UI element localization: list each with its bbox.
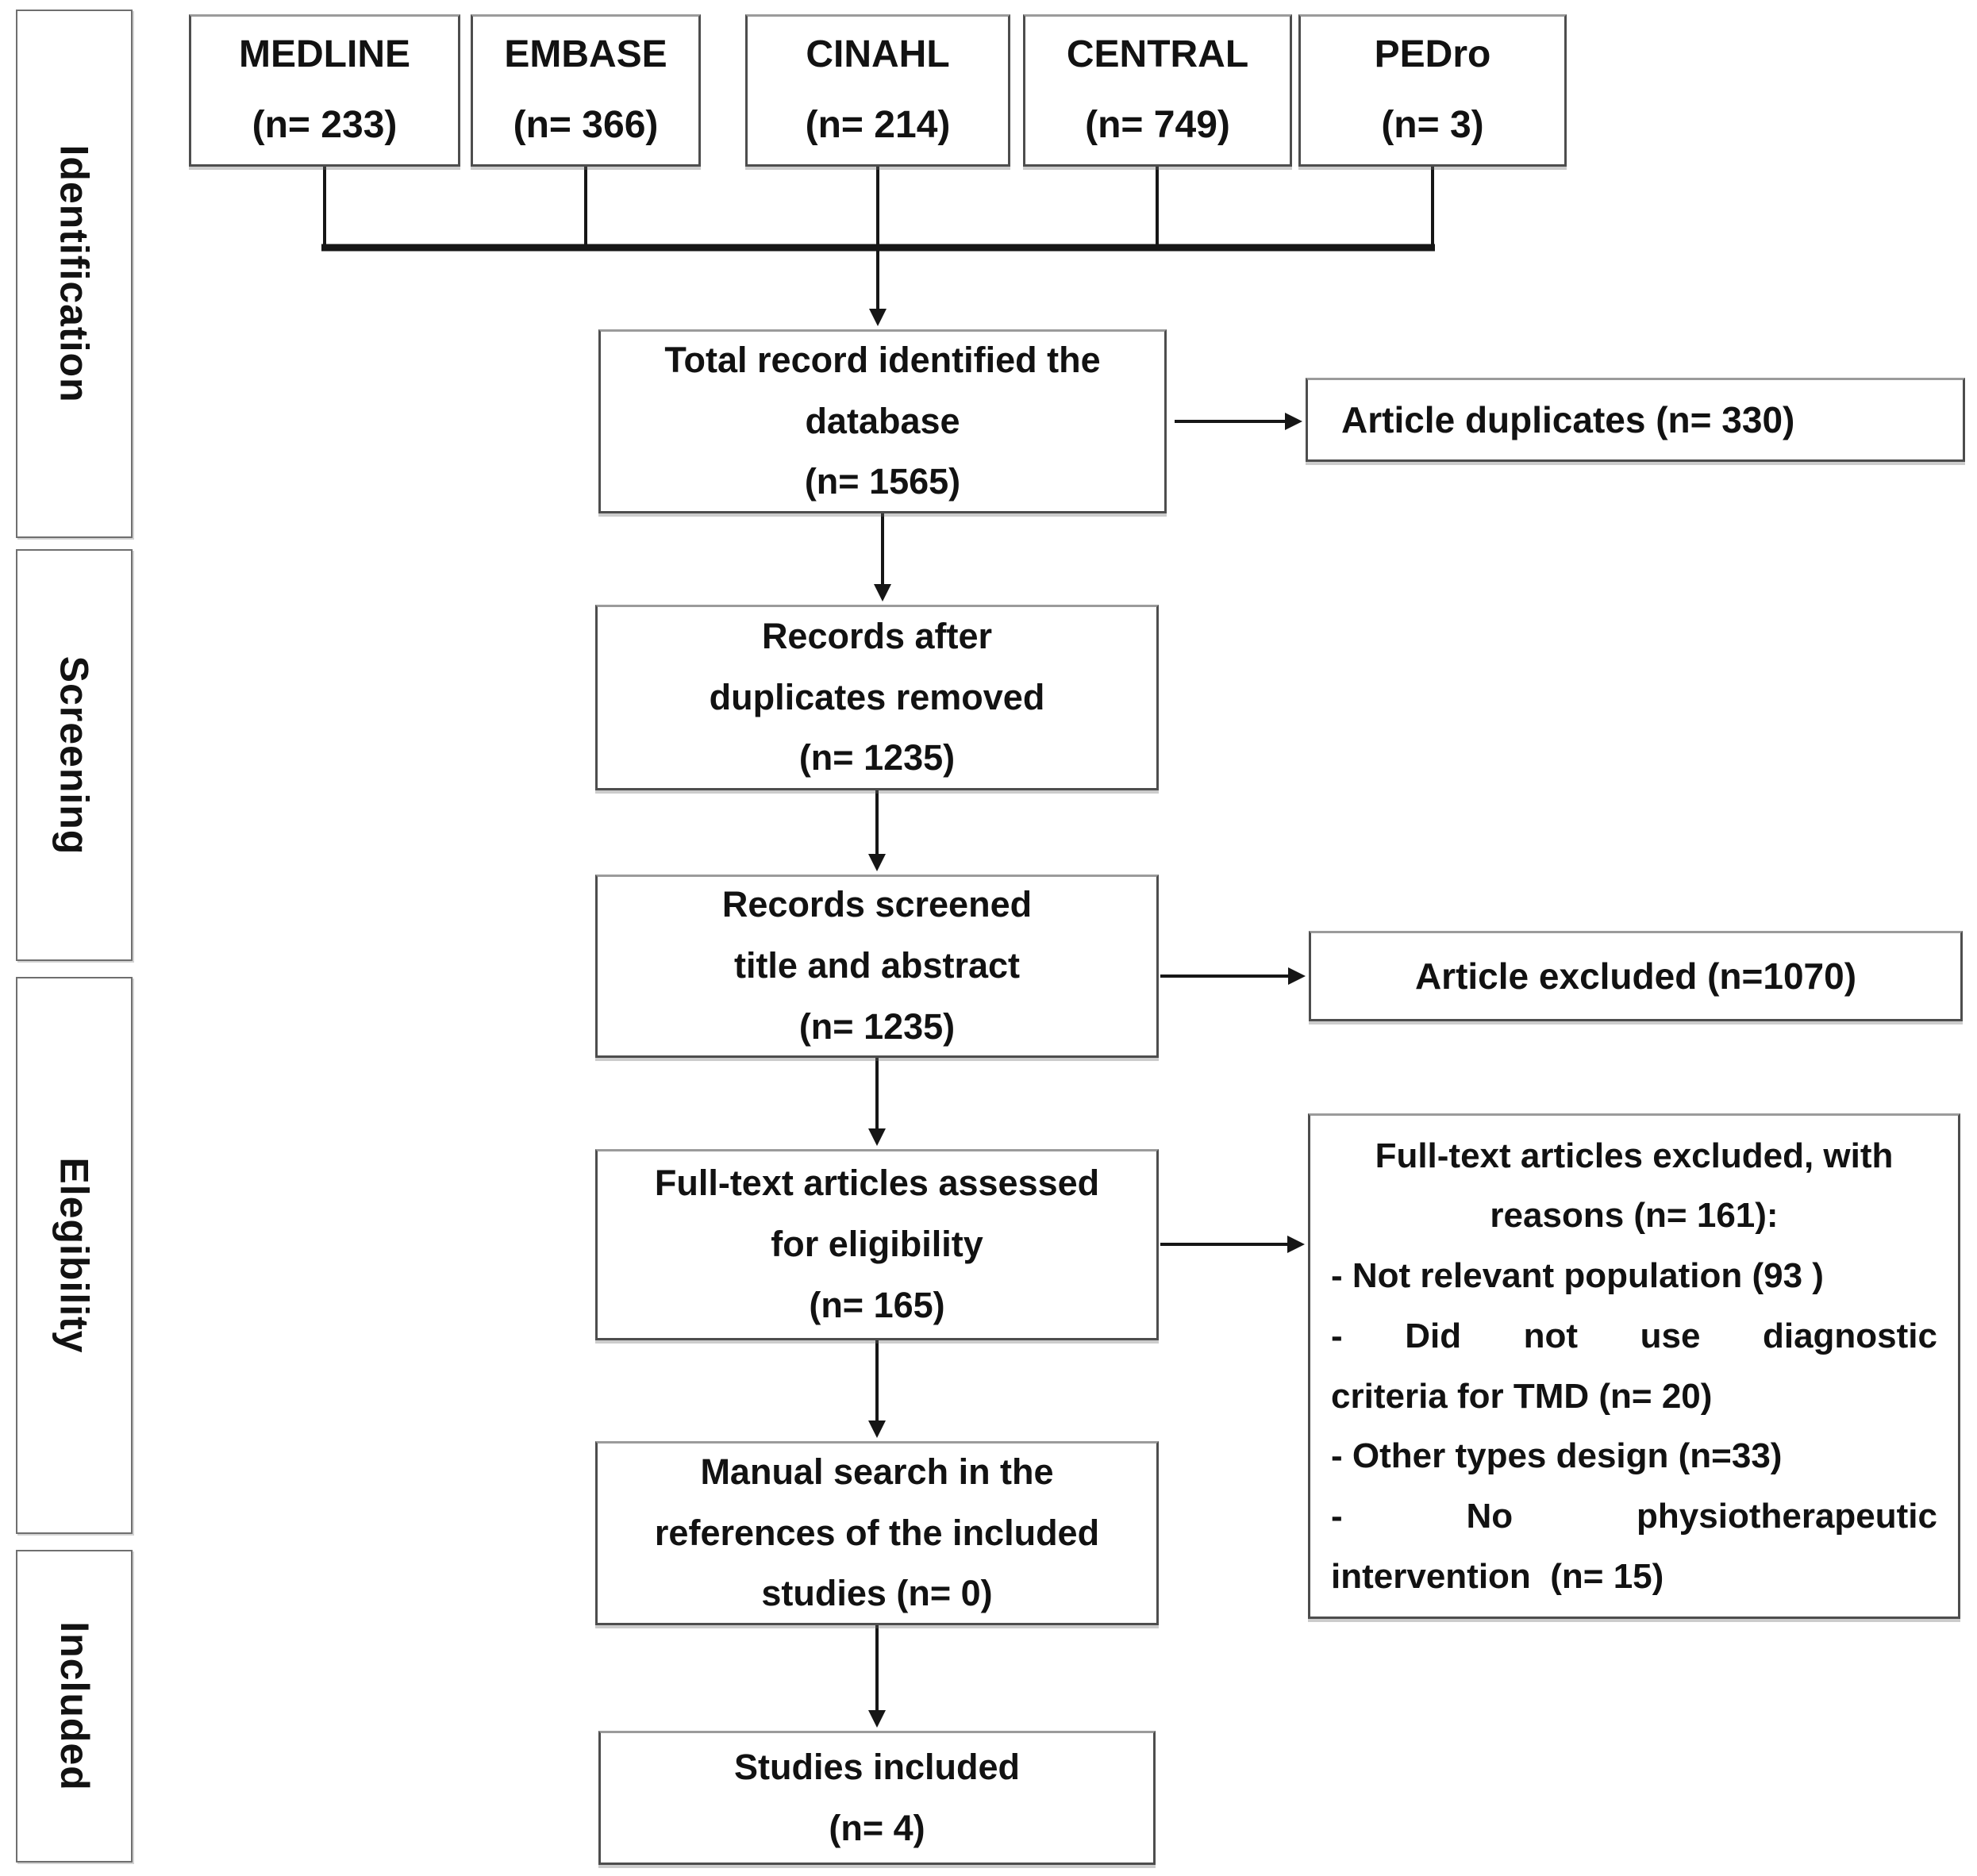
database-count: (n= 214) <box>805 104 951 146</box>
database-box-central: CENTRAL (n= 749) <box>1023 14 1292 167</box>
studies-included-line: Studies included <box>733 1746 1021 1787</box>
records-screened-box: Records screened title and abstract (n= … <box>595 875 1159 1058</box>
database-box-embase: EMBASE (n= 366) <box>471 14 701 167</box>
fulltext-assessed-line: Full-text articles assessed <box>654 1163 1100 1204</box>
database-box-pedro: PEDro (n= 3) <box>1298 14 1567 167</box>
after-duplicates-box: Records after duplicates removed (n= 123… <box>595 605 1159 790</box>
database-name: MEDLINE <box>239 33 410 76</box>
stage-identification-label: Identification <box>52 144 97 403</box>
manual-search-box: Manual search in the references of the i… <box>595 1441 1159 1625</box>
database-box-medline: MEDLINE (n= 233) <box>189 14 460 167</box>
studies-included-count: (n= 4) <box>829 1807 925 1848</box>
exclusion-reason: - Not relevant population (93 ) <box>1331 1256 1824 1296</box>
total-identified-box: Total record identified the database (n=… <box>598 329 1167 513</box>
article-duplicates-box: Article duplicates (n= 330) <box>1306 378 1965 462</box>
manual-search-count: studies (n= 0) <box>761 1573 993 1614</box>
stage-elegibility: Elegibility <box>16 977 133 1534</box>
article-duplicates-text: Article duplicates (n= 330) <box>1341 398 1795 440</box>
fulltext-excluded-title: reasons (n= 161): <box>1490 1196 1779 1236</box>
database-name: PEDro <box>1374 33 1491 76</box>
article-excluded-text: Article excluded (n=1070) <box>1414 955 1857 997</box>
database-box-cinahl: CINAHL (n= 214) <box>745 14 1010 167</box>
records-screened-count: (n= 1235) <box>798 1005 956 1047</box>
article-excluded-box: Article excluded (n=1070) <box>1309 931 1963 1021</box>
exclusion-reason: - Other types design (n=33) <box>1331 1436 1783 1476</box>
fulltext-excluded-title: Full-text articles excluded, with <box>1375 1136 1894 1175</box>
fulltext-assessed-box: Full-text articles assessed for eligibil… <box>595 1149 1159 1340</box>
total-identified-line: database <box>805 400 960 441</box>
stage-screening-label: Screening <box>52 655 97 855</box>
manual-search-line: references of the included <box>654 1512 1100 1553</box>
database-count: (n= 749) <box>1085 104 1230 146</box>
fulltext-assessed-line: for eligibility <box>771 1224 983 1265</box>
stage-screening: Screening <box>16 549 133 961</box>
studies-included-box: Studies included (n= 4) <box>598 1731 1156 1865</box>
database-count: (n= 3) <box>1381 104 1484 146</box>
exclusion-reason: criteria for TMD (n= 20) <box>1331 1376 1713 1416</box>
database-count: (n= 366) <box>513 104 659 146</box>
fulltext-excluded-box: Full-text articles excluded, with reason… <box>1308 1113 1960 1619</box>
database-name: EMBASE <box>504 33 667 76</box>
after-duplicates-line: Records after <box>761 615 993 656</box>
manual-search-line: Manual search in the <box>700 1451 1054 1492</box>
records-screened-line: title and abstract <box>733 945 1021 986</box>
total-identified-count: (n= 1565) <box>804 461 961 502</box>
database-name: CINAHL <box>806 33 950 76</box>
after-duplicates-line: duplicates removed <box>709 676 1045 717</box>
database-count: (n= 233) <box>252 104 398 146</box>
records-screened-line: Records screened <box>721 884 1033 925</box>
stage-included-label: Included <box>52 1621 97 1791</box>
exclusion-reason: - Did not use diagnostic <box>1331 1316 1937 1355</box>
stage-elegibility-label: Elegibility <box>52 1157 97 1354</box>
stage-included: Included <box>16 1550 133 1863</box>
exclusion-reason: intervention (n= 15) <box>1331 1556 1664 1596</box>
exclusion-reason: - No physiotherapeutic <box>1331 1496 1937 1536</box>
stage-identification: Identification <box>16 10 133 538</box>
database-name: CENTRAL <box>1066 33 1249 76</box>
total-identified-line: Total record identified the <box>664 339 1101 380</box>
after-duplicates-count: (n= 1235) <box>798 737 956 778</box>
fulltext-assessed-count: (n= 165) <box>809 1284 945 1325</box>
